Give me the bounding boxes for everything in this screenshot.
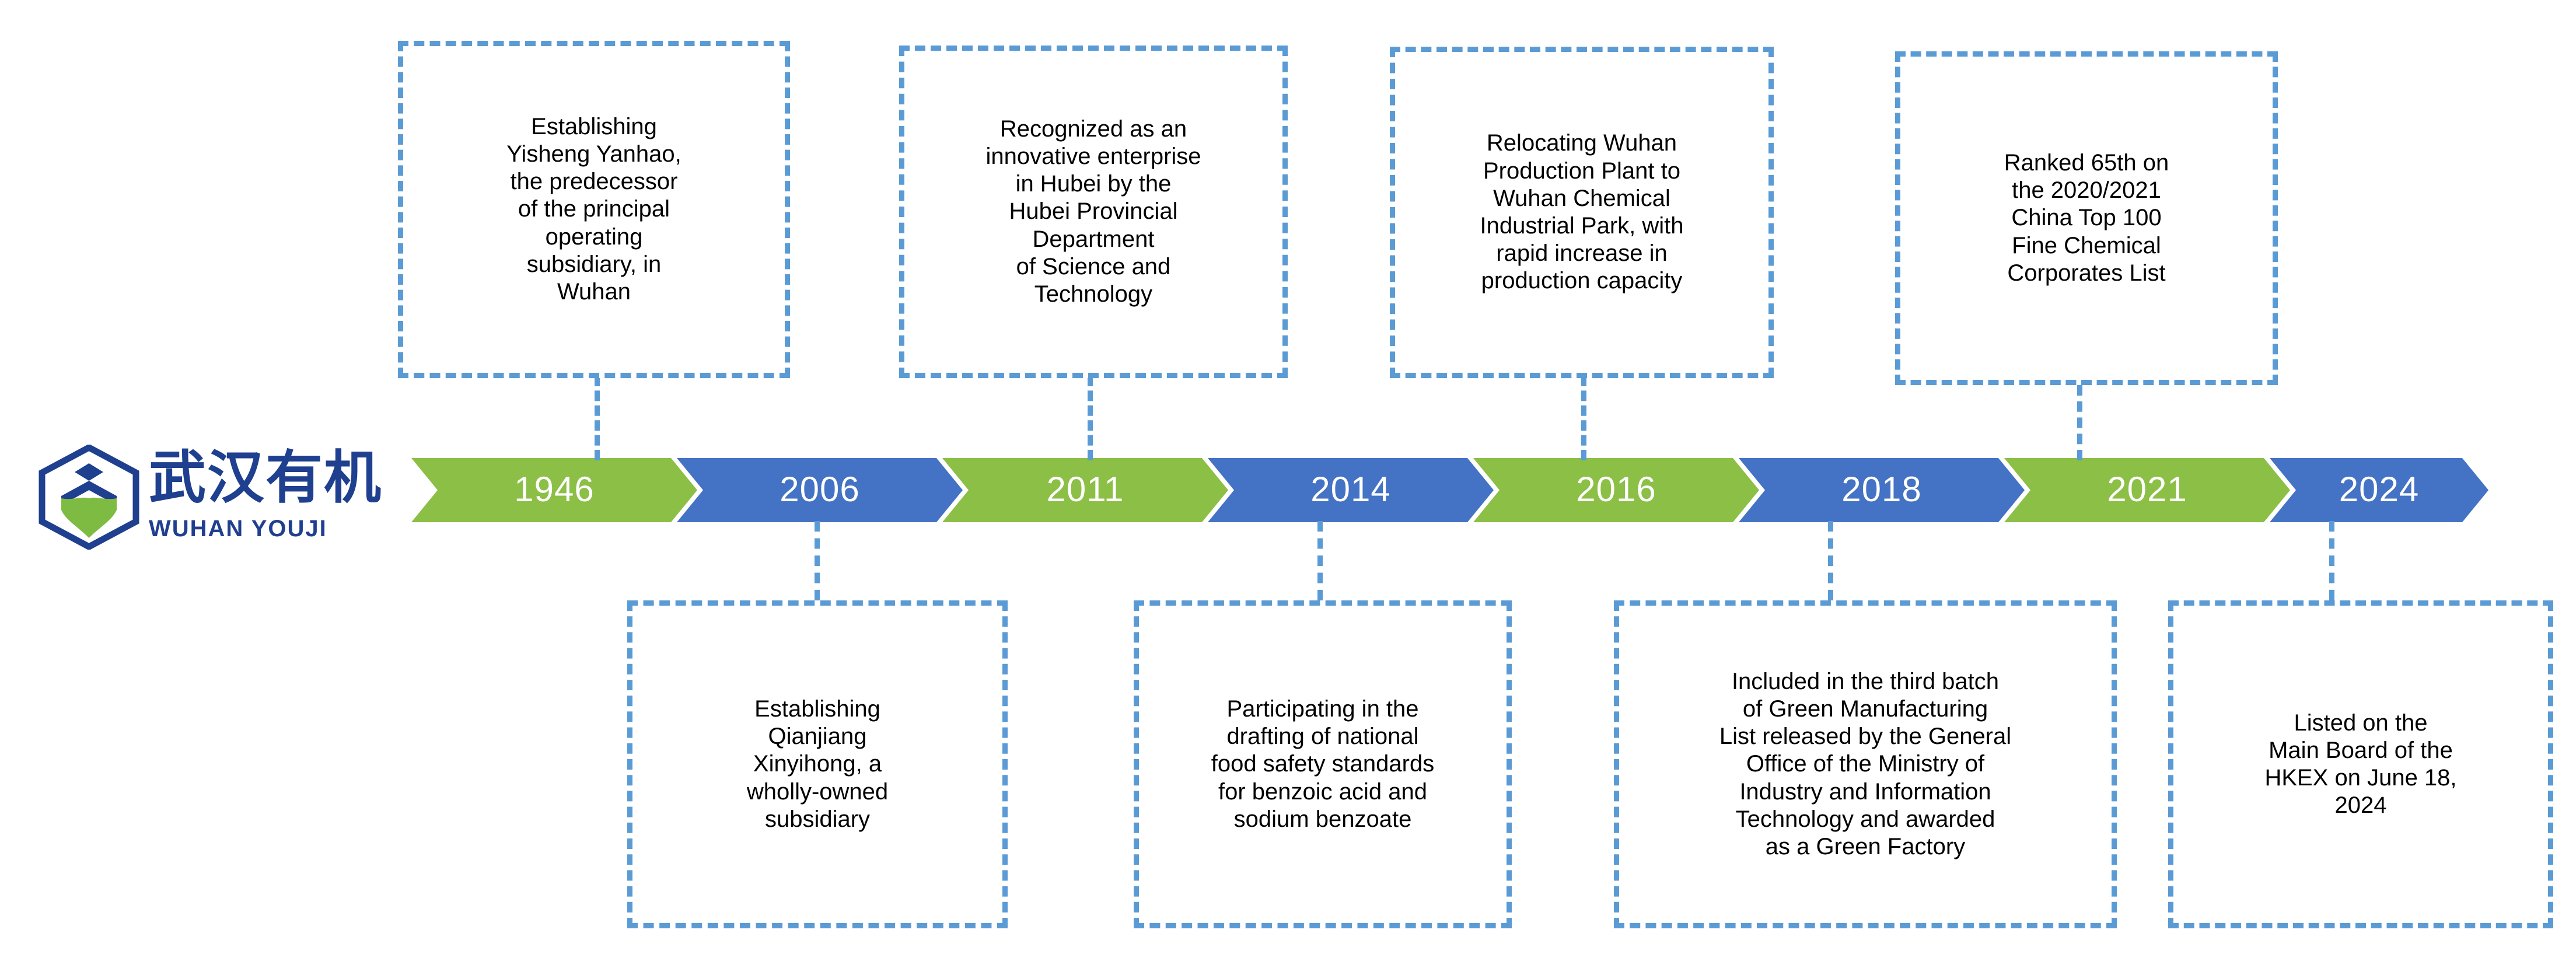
milestone-text: Listed on the Main Board of the HKEX on … xyxy=(2264,710,2457,819)
milestone-box-1946[interactable]: Establishing Yisheng Yanhao, the predece… xyxy=(398,41,790,378)
logo-wordmark-cn: 武汉有机 xyxy=(149,443,388,513)
timeline-year-2024[interactable]: 2024 xyxy=(2270,458,2488,522)
timeline-year-2016[interactable]: 2016 xyxy=(1473,458,1759,522)
timeline-year-label: 1946 xyxy=(514,469,595,509)
milestone-box-2006[interactable]: Establishing Qianjiang Xinyihong, a whol… xyxy=(627,600,1008,928)
logo-wordmark-en: WUHAN YOUJI xyxy=(149,516,327,541)
connector-2011 xyxy=(1088,376,1093,460)
timeline-year-label: 2016 xyxy=(1576,469,1656,509)
timeline-year-2006[interactable]: 2006 xyxy=(677,458,963,522)
milestone-box-2021[interactable]: Ranked 65th on the 2020/2021 China Top 1… xyxy=(1895,51,2278,385)
connector-2016 xyxy=(1581,376,1586,460)
milestone-box-2024[interactable]: Listed on the Main Board of the HKEX on … xyxy=(2168,600,2553,928)
timeline-year-label: 2024 xyxy=(2339,469,2420,509)
timeline-year-2011[interactable]: 2011 xyxy=(942,458,1228,522)
hexagon-leaf-icon xyxy=(38,443,140,551)
connector-2024 xyxy=(2329,521,2334,600)
connector-2021 xyxy=(2077,385,2082,460)
timeline-year-label: 2021 xyxy=(2107,469,2187,509)
connector-2006 xyxy=(815,521,820,600)
milestone-text: Relocating Wuhan Production Plant to Wuh… xyxy=(1480,130,1684,294)
timeline-year-2021[interactable]: 2021 xyxy=(2004,458,2290,522)
milestone-text: Recognized as an innovative enterprise i… xyxy=(985,116,1201,307)
timeline-year-label: 2014 xyxy=(1310,469,1391,509)
timeline-year-label: 2006 xyxy=(780,469,860,509)
timeline-year-2014[interactable]: 2014 xyxy=(1208,458,1494,522)
milestone-box-2018[interactable]: Included in the third batch of Green Man… xyxy=(1614,600,2117,928)
svg-text:武汉有机: 武汉有机 xyxy=(149,445,382,511)
timeline-year-1946[interactable]: 1946 xyxy=(411,458,697,522)
milestone-text: Ranked 65th on the 2020/2021 China Top 1… xyxy=(2004,150,2169,286)
timeline-year-label: 2018 xyxy=(1841,469,1922,509)
timeline-bar: 1946 2006 2011 2014 2016 2018 2021 2024 xyxy=(411,458,2488,522)
milestone-text: Establishing Qianjiang Xinyihong, a whol… xyxy=(746,696,889,832)
milestone-box-2011[interactable]: Recognized as an innovative enterprise i… xyxy=(899,46,1288,378)
milestone-box-2016[interactable]: Relocating Wuhan Production Plant to Wuh… xyxy=(1390,47,1774,378)
timeline-year-label: 2011 xyxy=(1046,469,1124,509)
connector-2014 xyxy=(1317,521,1323,600)
milestone-text: Included in the third batch of Green Man… xyxy=(1719,668,2012,859)
connector-2018 xyxy=(1828,521,1833,600)
milestone-box-2014[interactable]: Participating in the drafting of nationa… xyxy=(1134,600,1512,928)
connector-1946 xyxy=(595,376,600,460)
milestone-text: Participating in the drafting of nationa… xyxy=(1211,696,1435,832)
timeline-year-2018[interactable]: 2018 xyxy=(1739,458,2025,522)
company-logo: 武汉有机 WUHAN YOUJI xyxy=(23,439,397,555)
milestone-text: Establishing Yisheng Yanhao, the predece… xyxy=(506,113,681,305)
